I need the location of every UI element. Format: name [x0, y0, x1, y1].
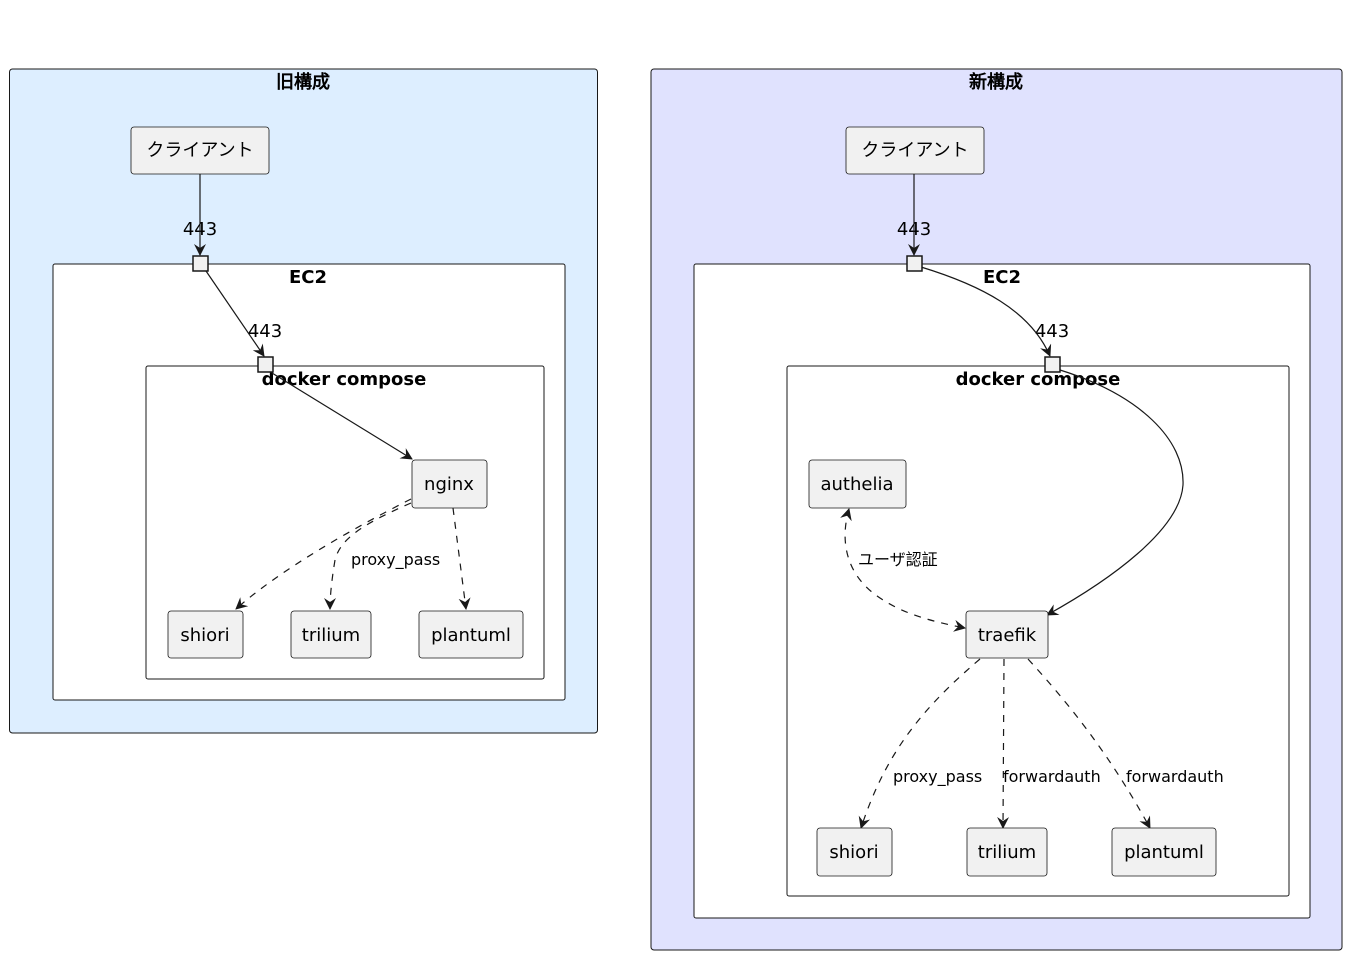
new-authelia-label: authelia [820, 474, 893, 495]
old-shiori-label: shiori [180, 625, 229, 646]
old-compose-port [257, 356, 274, 373]
new-ec2-port [906, 255, 923, 272]
new-edge-label-forwardauth-2: forwardauth [1126, 767, 1224, 786]
old-client-node: クライアント [130, 126, 270, 175]
new-traefik-label: traefik [978, 625, 1037, 646]
old-trilium-label: trilium [302, 625, 360, 646]
new-configuration-frame: 新構成 クライアント EC2 docker compose 443 443 au… [650, 68, 1343, 951]
old-edge-nginx-to-shiori [235, 498, 412, 610]
new-edge-label-auth: ユーザ認証 [858, 550, 938, 569]
new-edge-label-forwardauth-1: forwardauth [1003, 767, 1101, 786]
old-client-label: クライアント [146, 140, 253, 161]
new-client-label: クライアント [861, 140, 968, 161]
new-edge-traefik-to-shiori [858, 658, 981, 829]
old-configuration-frame: 旧構成 クライアント EC2 docker compose 443 443 ng… [9, 68, 598, 734]
new-ec2-title: EC2 [983, 267, 1021, 288]
new-shiori-node: shiori [816, 827, 893, 877]
new-edge-traefik-to-trilium [997, 658, 1010, 829]
old-ec2-title: EC2 [289, 267, 327, 288]
new-compose-title: docker compose [956, 369, 1121, 390]
old-edge-compose-to-nginx [271, 372, 413, 460]
new-traefik-node: traefik [965, 610, 1049, 659]
new-trilium-label: trilium [978, 842, 1036, 863]
old-edge-nginx-to-trilium [324, 502, 412, 610]
new-authelia-node: authelia [808, 459, 907, 509]
new-edge-ec2-to-compose [920, 266, 1052, 357]
new-edge-compose-to-traefik [1046, 369, 1184, 616]
new-plantuml-node: plantuml [1111, 827, 1217, 877]
old-shiori-node: shiori [167, 610, 244, 659]
old-compose-title: docker compose [262, 369, 427, 390]
old-edge-label-proxy: proxy_pass [351, 550, 440, 570]
old-compose-port-label: 443 [248, 321, 282, 342]
old-nginx-label: nginx [424, 474, 474, 495]
new-compose-port [1044, 356, 1061, 373]
new-client-node: クライアント [845, 126, 985, 175]
new-plantuml-label: plantuml [1124, 842, 1204, 863]
old-ec2-port [192, 255, 209, 272]
new-compose-port-label: 443 [1035, 321, 1069, 342]
old-configuration-title: 旧構成 [276, 71, 330, 93]
new-shiori-label: shiori [829, 842, 878, 863]
new-edge-authelia-traefik [840, 508, 966, 632]
old-plantuml-label: plantuml [431, 625, 511, 646]
old-edge-nginx-to-plantuml [452, 507, 471, 610]
old-trilium-node: trilium [290, 610, 372, 659]
new-configuration-title: 新構成 [969, 71, 1023, 93]
new-trilium-node: trilium [966, 827, 1048, 877]
old-nginx-node: nginx [411, 459, 488, 509]
new-edge-label-proxy: proxy_pass [893, 767, 982, 787]
old-plantuml-node: plantuml [418, 610, 524, 659]
old-edge-ec2-to-compose [205, 270, 265, 357]
